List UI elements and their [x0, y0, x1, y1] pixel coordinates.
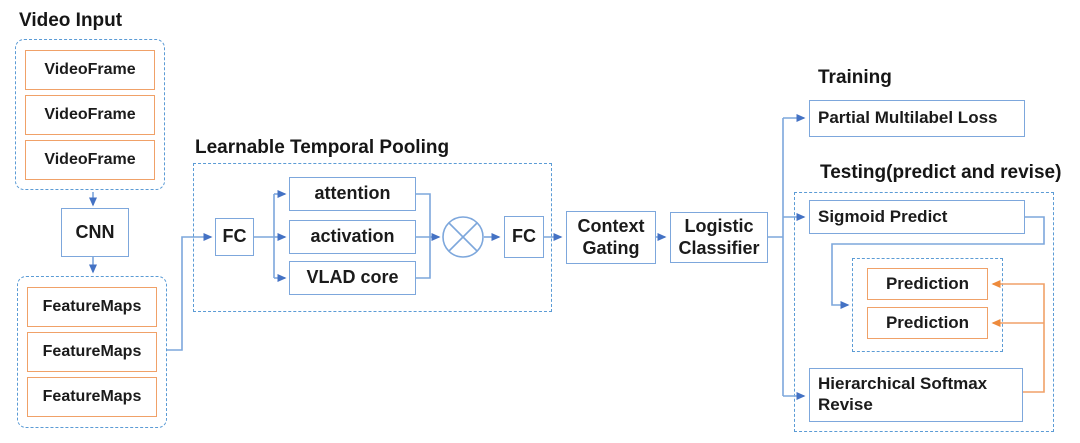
prediction-box: Prediction: [867, 307, 988, 339]
wire-classifier-trunk: [768, 118, 784, 396]
video-input-title: Video Input: [19, 10, 123, 31]
prediction-group: [852, 258, 1003, 352]
attention-box: attention: [289, 177, 416, 211]
feature-maps-box: FeatureMaps: [27, 377, 157, 417]
feature-maps-box: FeatureMaps: [27, 332, 157, 372]
testing-group: [794, 192, 1054, 432]
sigmoid-predict-box: Sigmoid Predict: [809, 200, 1025, 234]
cnn-box: CNN: [61, 208, 129, 257]
wire-branches-fanin: [416, 193, 431, 279]
partial-multilabel-loss-box: Partial Multilabel Loss: [809, 100, 1025, 137]
video-frame-box: VideoFrame: [25, 95, 155, 135]
video-frame-box: VideoFrame: [25, 50, 155, 90]
pooling-title: Learnable Temporal Pooling: [195, 137, 450, 158]
logistic-classifier-box: Logistic Classifier: [670, 212, 768, 263]
training-title: Training: [818, 67, 892, 88]
multiply-icon: [442, 216, 484, 258]
arrow-sigmoid-to-predictions: [831, 216, 1045, 309]
testing-title: Testing(predict and revise): [820, 162, 1062, 183]
wire-fc-fanout: [254, 194, 275, 278]
vlad-core-box: VLAD core: [289, 261, 416, 295]
activation-box: activation: [289, 220, 416, 254]
fc-out-box: FC: [504, 216, 544, 258]
arrow-featuremaps-to-fc: [167, 233, 213, 351]
arrow-revise-to-prediction-1: [991, 280, 1045, 393]
fc-in-box: FC: [215, 218, 254, 256]
hierarchical-softmax-revise-box: Hierarchical Softmax Revise: [809, 368, 1023, 422]
prediction-box: Prediction: [867, 268, 988, 300]
video-input-group: [15, 39, 165, 190]
feature-maps-box: FeatureMaps: [27, 287, 157, 327]
context-gating-box: Context Gating: [566, 211, 656, 264]
video-frame-box: VideoFrame: [25, 140, 155, 180]
feature-maps-group: [17, 276, 167, 428]
